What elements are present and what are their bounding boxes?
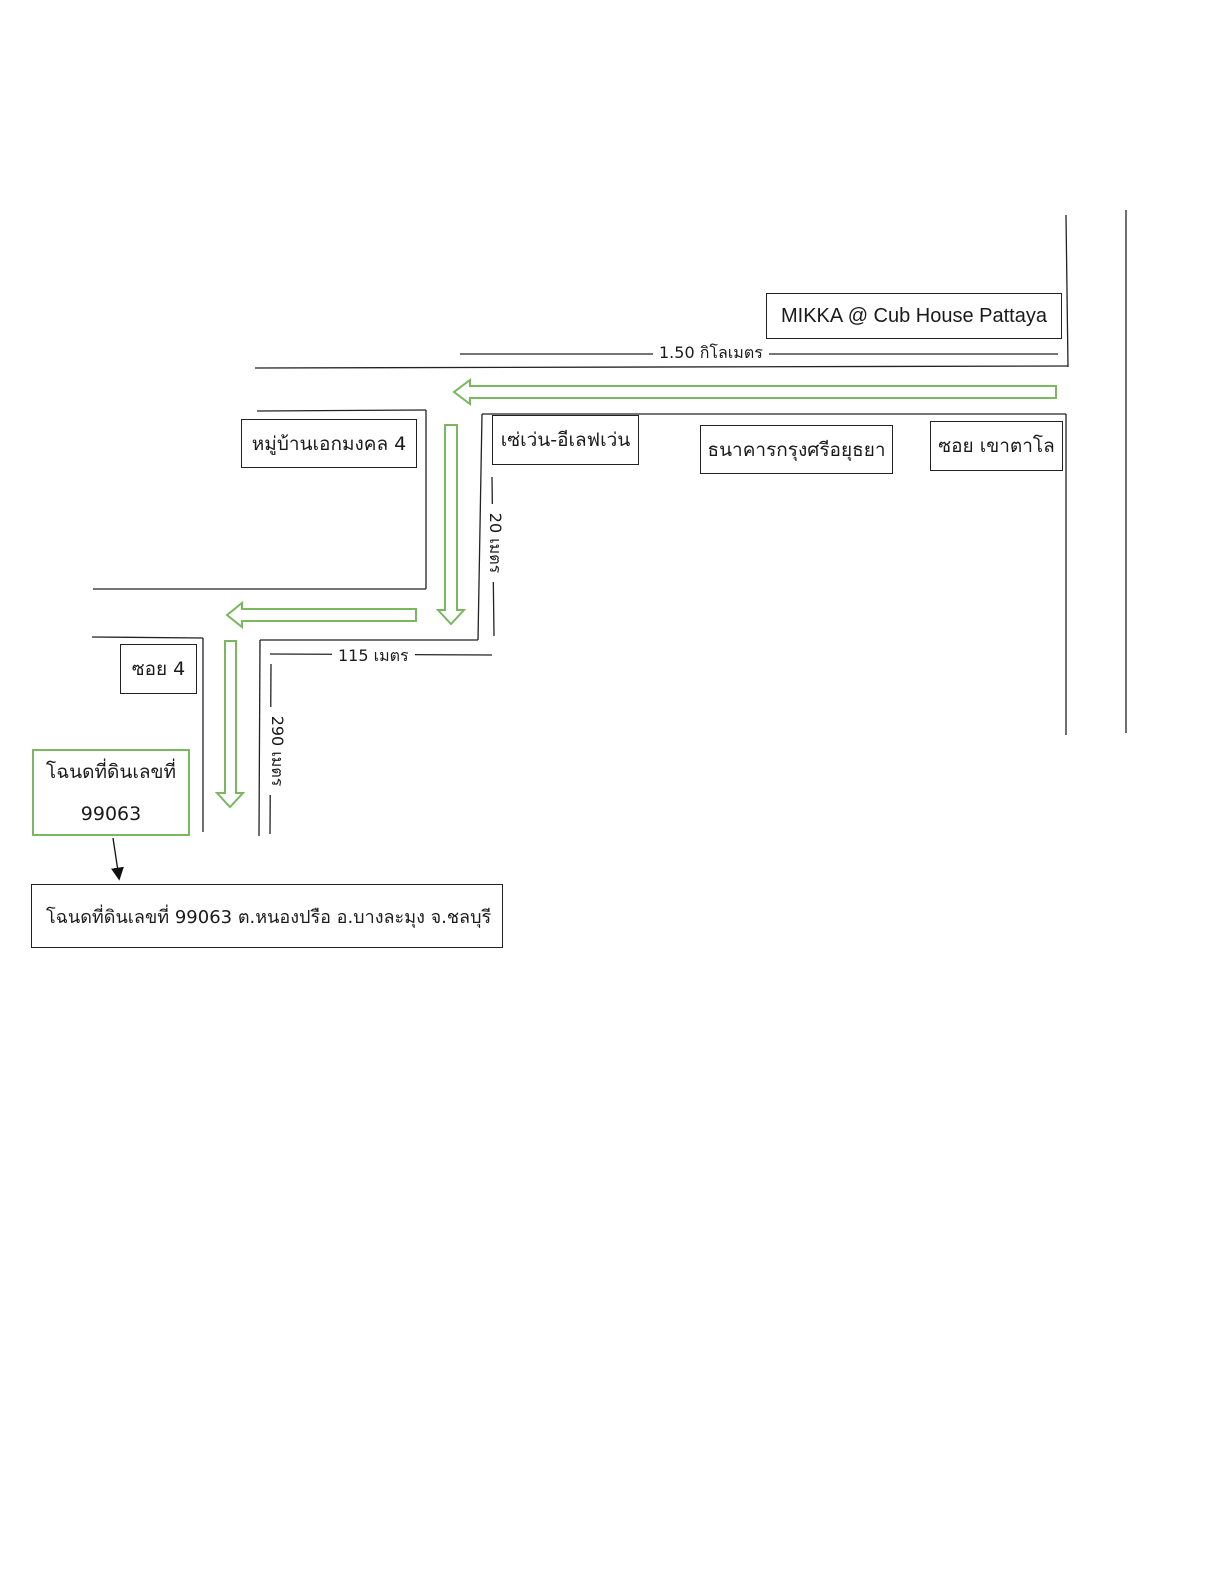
distance-label-d2: 20 เมตร	[485, 504, 505, 582]
landmark-mikka: MIKKA @ Cub House Pattaya	[766, 293, 1062, 339]
road-edge-main-top	[254, 365, 1069, 369]
landmark-soi-khao-talo: ซอย เขาตาโล	[930, 421, 1063, 471]
landmark-seven-eleven: เซ่เว่น-อีเลฟเว่น	[492, 415, 639, 465]
landmark-bank: ธนาคารกรุงศรีอยุธยา	[700, 425, 893, 474]
route-arrow-left-lower	[225, 600, 417, 630]
route-arrow-down-mid	[435, 424, 467, 626]
road-edge-mid-right	[477, 413, 483, 641]
road-edge-right-inner	[1065, 214, 1069, 368]
landmark-village: หมู่บ้านเอกมงคล 4	[241, 419, 417, 468]
road-edge-lower-bottom-left	[91, 636, 204, 639]
deed-marker: โฉนดที่ดินเลขที่ 99063	[32, 749, 190, 836]
deed-marker-line2: 99063	[80, 802, 142, 825]
route-arrow-left-main	[452, 378, 1057, 406]
distance-label-d4: 290 เมตร	[267, 707, 287, 795]
deed-pointer-arrow	[111, 837, 124, 881]
landmark-soi-4: ซอย 4	[120, 644, 197, 694]
road-edge-main-bottom-left	[256, 409, 427, 412]
distance-label-d3: 115 เมตร	[332, 646, 415, 666]
deed-full-address: โฉนดที่ดินเลขที่ 99063 ต.หนองปรือ อ.บางล…	[31, 884, 503, 948]
distance-label-d1: 1.50 กิโลเมตร	[653, 343, 769, 363]
road-edge-soi-right	[258, 639, 261, 837]
deed-marker-line1: โฉนดที่ดินเลขที่	[46, 760, 176, 783]
route-arrows	[214, 378, 1057, 809]
route-arrow-down-soi	[214, 640, 246, 809]
